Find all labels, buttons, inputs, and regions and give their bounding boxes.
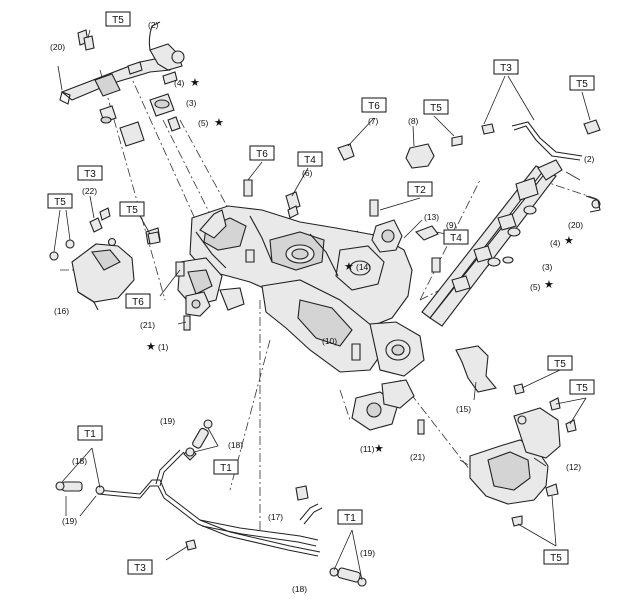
part-label-2-left: (2) [148, 20, 159, 30]
part-label-1: (1) [158, 342, 169, 352]
part-label-20-right: (20) [568, 220, 583, 230]
star-1: ★ [146, 340, 156, 353]
part-label-16: (16) [54, 306, 69, 316]
torque-label-t5-mid: T5 [423, 99, 449, 115]
svg-text:T2: T2 [414, 185, 426, 196]
part-label-19-center: (19) [160, 416, 175, 426]
part-label-4-right: (4) [550, 238, 561, 248]
star-11: ★ [374, 442, 384, 455]
svg-text:T1: T1 [344, 513, 356, 524]
part-label-19-left: (19) [62, 516, 77, 526]
right-fuel-rail-assembly [421, 121, 601, 327]
star-5-right: ★ [544, 278, 554, 291]
svg-text:T1: T1 [84, 429, 96, 440]
torque-label-t6-center: T6 [249, 145, 275, 161]
part-label-2-right: (2) [584, 154, 595, 164]
part-label-13: (13) [424, 212, 439, 222]
svg-text:T5: T5 [430, 103, 442, 114]
svg-text:T6: T6 [368, 101, 380, 112]
part-label-3-right: (3) [542, 262, 553, 272]
part-label-3-left: (3) [186, 98, 197, 108]
torque-label-t5-bracket: T5 [119, 201, 145, 217]
part-label-5-left: (5) [198, 118, 209, 128]
torque-label-t5-left: T5 [47, 193, 73, 209]
part-label-9: (9) [446, 220, 457, 230]
part-label-12: (12) [566, 462, 581, 472]
torque-label-t4-right: T4 [443, 229, 469, 245]
torque-label-t3-left: T3 [77, 165, 103, 181]
torque-label-t5-cover: T5 [569, 379, 595, 395]
right-brackets [455, 345, 561, 505]
left-fuel-injectors [99, 71, 181, 147]
part-label-17: (17) [268, 512, 283, 522]
part-label-15: (15) [456, 404, 471, 414]
part-label-14: (14) [356, 262, 371, 272]
svg-text:T5: T5 [126, 205, 138, 216]
star-4-left: ★ [190, 76, 200, 89]
svg-text:T3: T3 [500, 63, 512, 74]
fuel-pipe-assembly [97, 447, 323, 557]
hose-clamp-parts [55, 419, 367, 587]
svg-text:T3: T3 [84, 169, 96, 180]
torque-label-t5-bottom-right: T5 [543, 549, 569, 565]
torque-label-t5-bracket-right: T5 [547, 355, 573, 371]
part-label-10: (10) [322, 336, 337, 346]
torque-label-t6-left: T6 [125, 293, 151, 309]
torque-label-t3-right: T3 [493, 59, 519, 75]
torque-label-boxes: T5 T3 T5 T5 T6 T6 T4 T6 [47, 11, 595, 575]
torque-label-t1-center: T1 [213, 459, 239, 475]
star-14: ★ [344, 260, 354, 273]
svg-text:T4: T4 [304, 155, 316, 166]
torque-label-t6-top: T6 [361, 97, 387, 113]
svg-text:T6: T6 [132, 297, 144, 308]
part-label-18-bottom: (18) [292, 584, 307, 594]
star-5-left: ★ [214, 116, 224, 129]
manifold-flanges [183, 287, 425, 435]
bolts [83, 35, 601, 551]
left-fuel-rail-assembly [57, 21, 185, 105]
throttle-sensor-parts [285, 143, 439, 253]
part-label-4-left: (4) [174, 78, 185, 88]
torque-label-t1-left: T1 [77, 425, 103, 441]
part-label-6: (6) [302, 168, 313, 178]
part-label-20-left: (20) [50, 42, 65, 52]
part-label-11: (11) [360, 444, 375, 454]
svg-text:T5: T5 [576, 383, 588, 394]
intake-manifold [177, 205, 425, 377]
part-label-19-bottom: (19) [360, 548, 375, 558]
svg-text:T4: T4 [450, 233, 462, 244]
svg-text:T1: T1 [220, 463, 232, 474]
part-label-21-right: (21) [410, 452, 425, 462]
svg-text:T3: T3 [134, 563, 146, 574]
star-4-right: ★ [564, 234, 574, 247]
part-number-labels: (2) (20) (4) ★ (3) (5) ★ (22) (16) (21) … [50, 20, 595, 594]
torque-label-t5-top: T5 [105, 11, 131, 27]
part-label-18-center: (18) [228, 440, 243, 450]
torque-label-t1-bottom: T1 [337, 509, 363, 525]
torque-label-t5-right-top: T5 [569, 75, 595, 91]
svg-text:T6: T6 [256, 149, 268, 160]
part-label-18-left: (18) [72, 456, 87, 466]
svg-text:T5: T5 [554, 359, 566, 370]
svg-text:T5: T5 [550, 553, 562, 564]
part-label-8: (8) [408, 116, 419, 126]
leader-lines [53, 29, 591, 581]
part-label-7: (7) [368, 116, 379, 126]
torque-label-t2: T2 [407, 181, 433, 197]
svg-text:T5: T5 [576, 79, 588, 90]
svg-text:T5: T5 [112, 15, 124, 26]
part-label-21-left: (21) [140, 320, 155, 330]
part-label-5-right: (5) [530, 282, 541, 292]
torque-label-t4-center: T4 [297, 151, 323, 167]
part-label-22: (22) [82, 186, 97, 196]
svg-text:T5: T5 [54, 197, 66, 208]
torque-label-t3-bottom: T3 [127, 559, 153, 575]
